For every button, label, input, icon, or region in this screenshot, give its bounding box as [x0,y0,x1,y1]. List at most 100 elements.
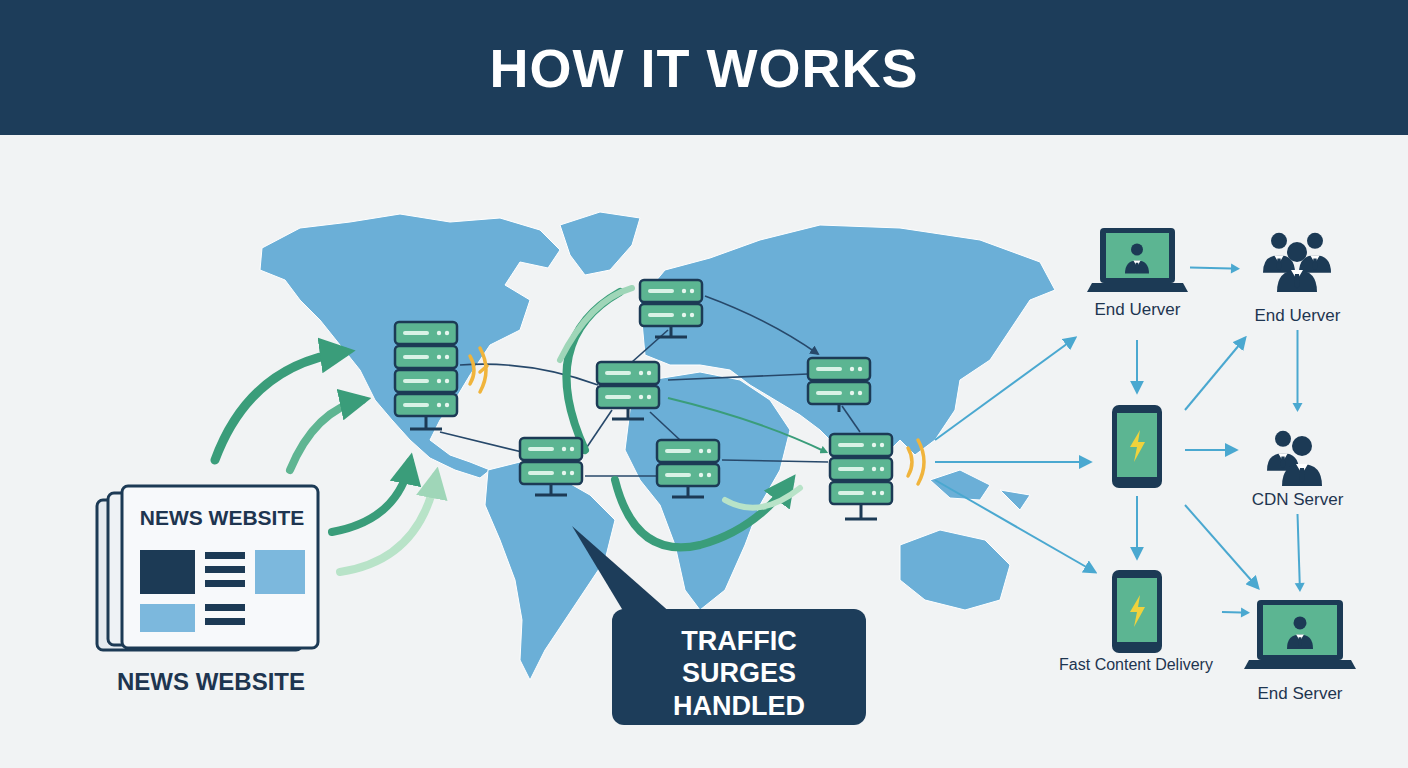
connector [1293,330,1303,412]
connector-line [1222,611,1241,613]
network-links [650,412,680,440]
signal-waves [480,348,486,392]
device-icons [1112,405,1162,488]
traffic-arcs [725,488,800,508]
connector-line [1298,514,1300,583]
device-icons [1130,430,1145,462]
newspaper-icon [122,486,318,648]
server-stacks [640,280,702,302]
signal-waves [908,448,912,476]
newspaper-icon [205,580,245,587]
connector [1295,514,1305,592]
device-icons [1287,616,1313,649]
world-map [260,214,560,478]
network-links [668,374,808,380]
callout-box: TRAFFIC SURGES HANDLED [612,609,866,725]
newspaper-icon [140,604,195,632]
device-icons [1087,228,1356,669]
traffic-arcs [215,352,345,460]
server-stacks [640,304,702,326]
network-links [585,410,612,450]
node-label: End Server [1254,684,1346,704]
arrow-head [1231,264,1240,274]
delivery-arrows [1136,496,1138,558]
delivery-arrows [935,480,1095,572]
user-group-node: End Uerver [1240,228,1355,330]
newspaper-icon [140,550,195,594]
world-map [560,212,640,275]
news-website-node: NEWS WEBSITE NEWS WEBSITE [95,484,327,704]
network-links [705,296,818,354]
newspaper-icon [205,566,245,573]
device-icons [1257,600,1343,660]
world-map [485,462,615,680]
traffic-arcs [560,288,632,360]
server-stacks [655,326,687,337]
server-stacks [808,382,870,404]
network-links [440,432,522,452]
newspaper-icon [205,618,245,625]
delivery-arrows [1136,340,1138,392]
server-stacks [597,386,659,408]
server-stacks [845,504,877,519]
connector-line [1297,330,1299,403]
delivery-arrows [935,338,1258,588]
delivery-arrows [1185,505,1258,588]
delivery-arrows [935,461,1090,463]
device-icons [1263,605,1337,655]
traffic-arcs [290,400,362,470]
newspaper-icon [97,486,318,650]
world-map [900,530,1010,610]
delivery-arrows [1185,338,1245,410]
node-label: Fast Content Delivery [1054,655,1218,674]
node-label: TRAFFIC SURGES HANDLED [624,625,854,722]
device-icons [1282,436,1322,486]
device-icons [1244,660,1356,669]
signal-waves [918,440,924,484]
arrow-head [1293,403,1303,412]
network-links [722,460,828,462]
diagram-title: HOW IT WORKS [0,0,1408,135]
server-stacks [520,462,582,484]
connector [1190,264,1240,274]
signal-waves [480,366,487,372]
server-stacks [395,370,457,392]
traffic-arcs [615,480,790,547]
server-stacks [612,408,644,419]
server-stacks [410,416,442,429]
network-links [460,364,598,385]
world-map [1000,490,1030,510]
node-label: End Uerver [1244,306,1351,326]
device-icons [1106,233,1169,278]
server-stacks [830,458,892,480]
device-icons [1112,570,1162,653]
server-stacks [830,482,892,504]
server-stacks [672,486,704,497]
device-icons [1125,244,1149,274]
newspaper-icon [205,604,245,611]
signal-waves [470,356,474,384]
server-stacks [520,438,582,460]
server-stacks [657,440,719,462]
newspaper-icon [205,552,245,559]
node-label: CDN Server [1244,490,1351,510]
device-icons [1100,228,1175,283]
connector [1222,607,1250,617]
arrow-head [1241,607,1250,617]
traffic-arcs [340,476,436,572]
user-node: CDN Server [1240,412,1355,514]
network-links [842,406,860,432]
device-icons [1277,242,1317,292]
network-links [440,296,860,476]
node-label: NEWS WEBSITE [125,505,319,530]
server-stacks [395,322,457,344]
node-caption: NEWS WEBSITE [99,668,323,697]
delivery-arrows [935,338,1075,440]
connector-line [1190,267,1231,268]
server-stacks [657,464,719,486]
node-label: End Uerver [1089,300,1186,320]
device-icons [1087,283,1188,292]
server-stacks [395,346,457,368]
traffic-arcs [332,462,410,532]
